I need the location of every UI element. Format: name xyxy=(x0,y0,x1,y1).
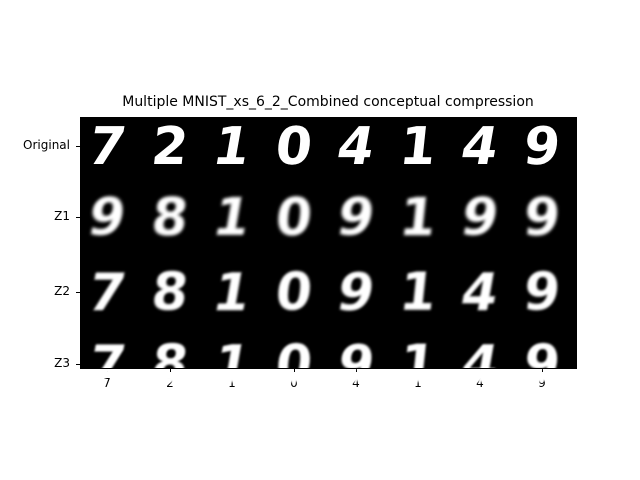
ytick-mark xyxy=(76,364,80,365)
xtick-mark xyxy=(418,368,419,372)
xtick-mark xyxy=(480,368,481,372)
digit-cell-r2-c4: 9 xyxy=(332,262,379,323)
chart-title: Multiple MNIST_xs_6_2_Combined conceptua… xyxy=(122,94,534,110)
digit-cell-r0-c4: 4 xyxy=(332,116,379,177)
column-label: 7 xyxy=(103,376,111,390)
column-label: 9 xyxy=(538,376,546,390)
digit-cell-r1-c2: 1 xyxy=(208,187,255,248)
row-label-z3: Z3 xyxy=(54,356,70,370)
digit-cell-r1-c4: 9 xyxy=(332,187,379,248)
digit-cell-r1-c0: 9 xyxy=(83,187,130,248)
digit-cell-r2-c1: 8 xyxy=(149,263,191,323)
digit-cell-r3-c7: 9 xyxy=(521,335,563,395)
digit-cell-r3-c3: 0 xyxy=(273,335,315,395)
column-label: 2 xyxy=(166,376,174,390)
ytick-mark xyxy=(76,146,80,147)
digit-cell-r1-c3: 0 xyxy=(273,188,315,248)
digit-cell-r2-c2: 1 xyxy=(208,262,255,323)
digit-cell-r0-c7: 9 xyxy=(521,117,563,177)
digit-cell-r0-c0: 7 xyxy=(83,116,130,177)
digit-cell-r3-c0: 7 xyxy=(83,334,130,395)
digit-cell-r2-c7: 9 xyxy=(521,263,563,323)
xtick-mark xyxy=(356,368,357,372)
digit-cell-r3-c5: 1 xyxy=(397,335,439,395)
column-label: 4 xyxy=(352,376,360,390)
digit-cell-r2-c3: 0 xyxy=(273,263,315,323)
column-label: 0 xyxy=(290,376,298,390)
digit-cell-r1-c6: 9 xyxy=(456,187,503,248)
digit-cell-r3-c6: 4 xyxy=(456,334,503,395)
image-grid-area xyxy=(80,117,576,368)
digit-cell-r1-c7: 9 xyxy=(521,188,563,248)
row-label-z1: Z1 xyxy=(54,209,70,223)
xtick-mark xyxy=(542,368,543,372)
digit-cell-r0-c5: 1 xyxy=(397,117,439,177)
digit-cell-r0-c6: 4 xyxy=(456,116,503,177)
xtick-mark xyxy=(232,368,233,372)
ytick-mark xyxy=(76,292,80,293)
digit-cell-r3-c1: 8 xyxy=(149,335,191,395)
digit-cell-r1-c1: 8 xyxy=(149,188,191,248)
row-label-original: Original xyxy=(23,138,70,152)
digit-cell-r0-c3: 0 xyxy=(273,117,315,177)
digit-cell-r2-c0: 7 xyxy=(83,262,130,323)
xtick-mark xyxy=(294,368,295,372)
xtick-mark xyxy=(170,368,171,372)
ytick-mark xyxy=(76,217,80,218)
xtick-mark xyxy=(107,368,108,372)
digit-cell-r0-c2: 1 xyxy=(208,116,255,177)
digit-cell-r3-c4: 9 xyxy=(332,334,379,395)
digit-cell-r3-c2: 1 xyxy=(208,334,255,395)
column-label: 1 xyxy=(228,376,236,390)
column-label: 1 xyxy=(414,376,422,390)
column-label: 4 xyxy=(476,376,484,390)
digit-cell-r2-c6: 4 xyxy=(456,262,503,323)
digit-cell-r1-c5: 1 xyxy=(397,188,439,248)
digit-cell-r2-c5: 1 xyxy=(397,263,439,323)
digit-cell-r0-c1: 2 xyxy=(149,117,191,177)
row-label-z2: Z2 xyxy=(54,284,70,298)
